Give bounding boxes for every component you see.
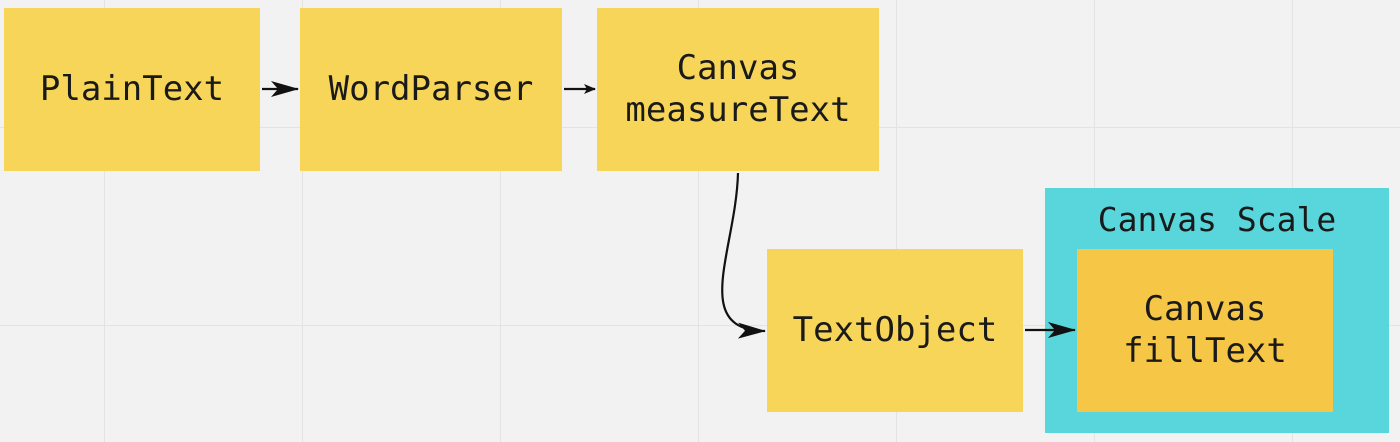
node-plain-text[interactable]: PlainText	[4, 8, 260, 171]
node-plain-text-label: PlainText	[39, 68, 225, 109]
node-text-object[interactable]: TextObject	[767, 249, 1023, 412]
node-text-object-label: TextObject	[792, 309, 998, 350]
canvas-scale-frame-label: Canvas Scale	[1097, 200, 1337, 239]
node-canvas-fill-text[interactable]: Canvas fillText	[1077, 249, 1333, 412]
node-word-parser-label: WordParser	[328, 68, 534, 109]
node-word-parser[interactable]: WordParser	[300, 8, 562, 171]
node-canvas-measure-text-line-1: Canvas	[676, 48, 800, 89]
edge-measure-text-to-text-object	[721, 172, 766, 339]
node-canvas-fill-text-line-2: fillText	[1123, 330, 1287, 371]
node-canvas-fill-text-line-1: Canvas	[1143, 289, 1267, 330]
node-canvas-measure-text-line-2: measureText	[625, 89, 851, 130]
node-canvas-measure-text[interactable]: Canvas measureText	[597, 8, 879, 171]
